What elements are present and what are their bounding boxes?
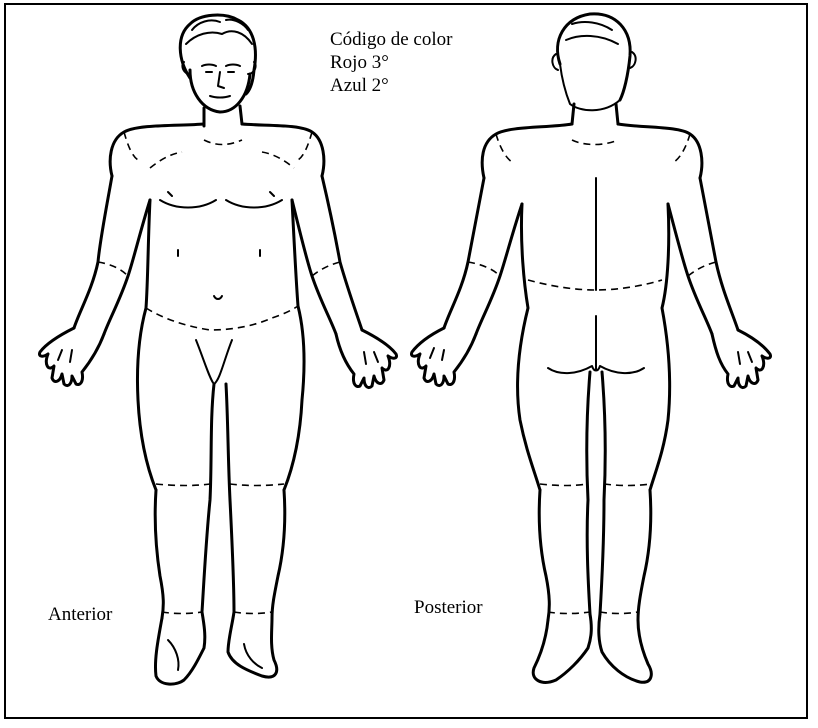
posterior-label: Posterior bbox=[414, 597, 483, 619]
posterior-right-hand bbox=[712, 330, 771, 388]
legend-title: Código de color bbox=[330, 28, 452, 51]
posterior-left-hand bbox=[411, 328, 476, 386]
anterior-left-hand bbox=[39, 328, 104, 386]
legend-item-blue: Azul 2° bbox=[330, 74, 452, 97]
posterior-head bbox=[552, 14, 635, 124]
anterior-label: Anterior bbox=[48, 604, 112, 626]
color-code-legend: Código de color Rojo 3° Azul 2° bbox=[330, 28, 452, 97]
posterior-figure bbox=[411, 14, 770, 683]
legend-item-red: Rojo 3° bbox=[330, 51, 452, 74]
anterior-head bbox=[180, 15, 255, 126]
anterior-right-hand bbox=[336, 330, 397, 388]
anterior-figure bbox=[39, 15, 396, 684]
